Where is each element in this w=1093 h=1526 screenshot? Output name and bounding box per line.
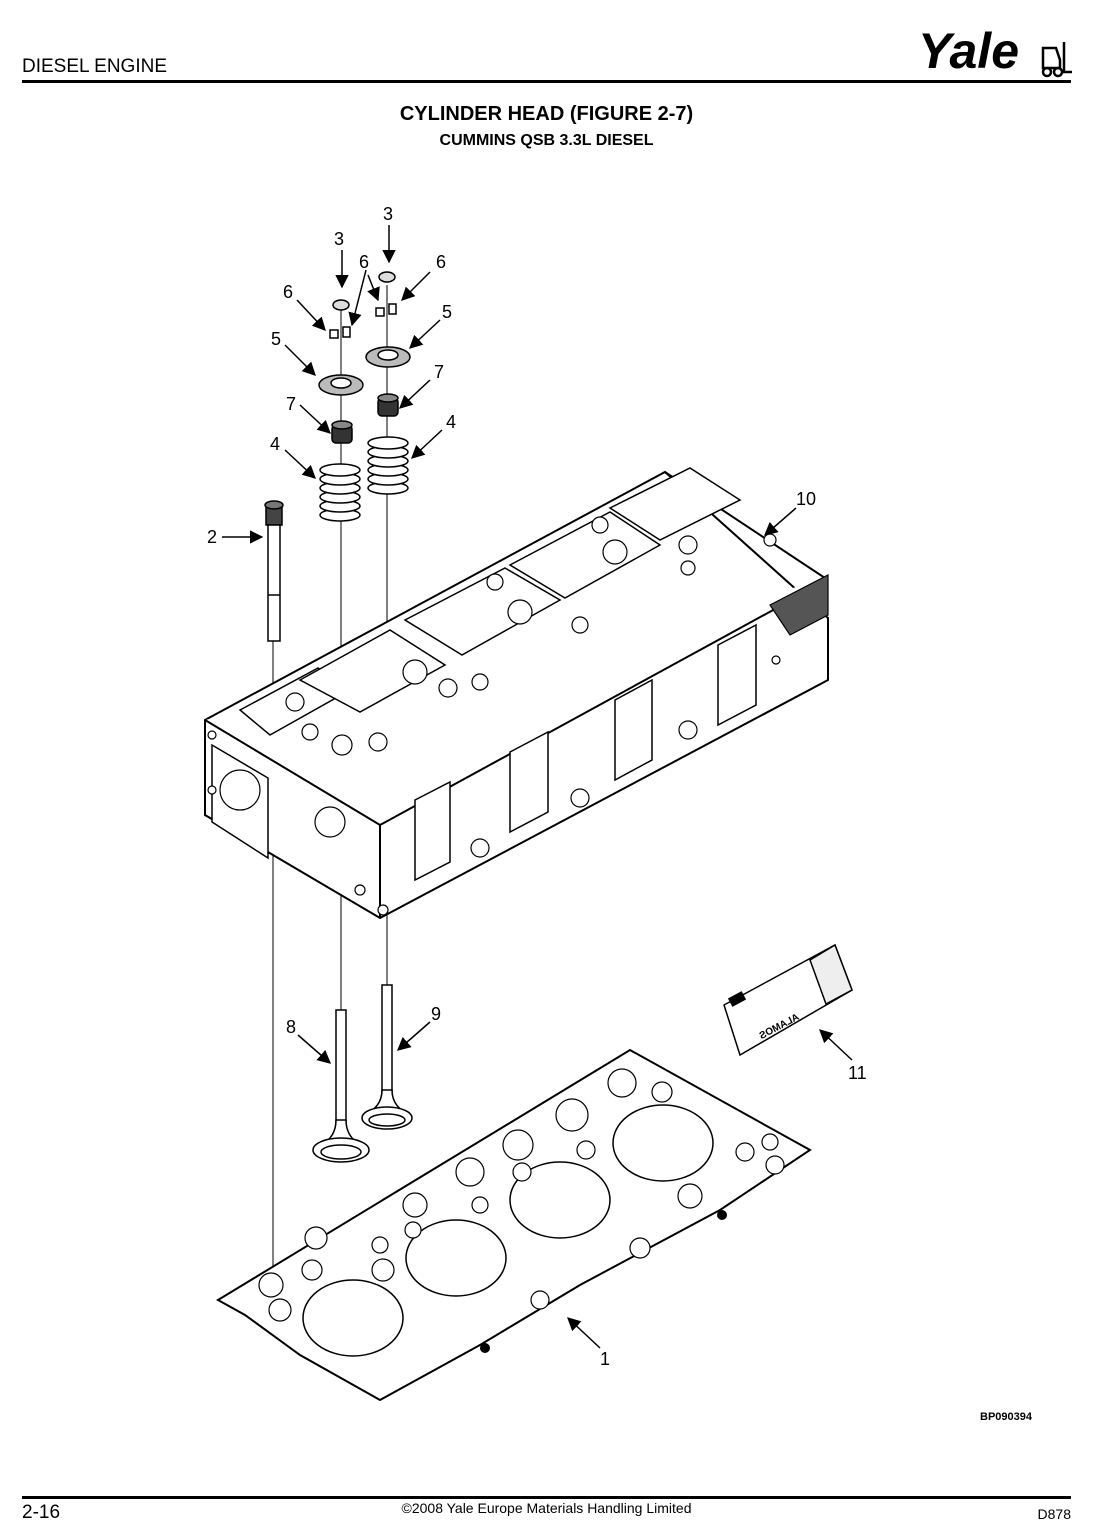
callout-6: 6 xyxy=(436,252,446,272)
document-code: D878 xyxy=(1037,1506,1071,1522)
valve-spring-4-left xyxy=(319,463,361,522)
valve-keeper-6-right xyxy=(375,303,397,317)
callout-2: 2 xyxy=(207,527,217,547)
head-bolt-2 xyxy=(264,500,284,642)
callout-10: 10 xyxy=(796,489,816,509)
callout-6: 6 xyxy=(359,252,369,272)
caution-decal-11: ALAMOS xyxy=(723,943,853,1057)
head-gasket-1 xyxy=(216,1048,812,1402)
callout-3: 3 xyxy=(383,204,393,224)
footer-rule xyxy=(22,1496,1071,1499)
valve-cap-3-left xyxy=(332,299,350,311)
callout-5: 5 xyxy=(271,329,281,349)
figure-subtitle: CUMMINS QSB 3.3L DIESEL xyxy=(439,132,654,149)
valve-stem-seal-7-right xyxy=(377,393,399,417)
valve-spring-4-right xyxy=(367,436,409,495)
forklift-icon xyxy=(1041,42,1072,78)
callout-3: 3 xyxy=(334,229,344,249)
valve-stem-seal-7-left xyxy=(331,420,353,444)
logo-wordmark: Yale xyxy=(918,23,1019,79)
page-number: 2-16 xyxy=(22,1502,61,1523)
copyright-notice: ©2008 Yale Europe Materials Handling Lim… xyxy=(401,1500,692,1516)
callout-4: 4 xyxy=(446,412,456,432)
callout-8: 8 xyxy=(286,1017,296,1037)
callout-11: 11 xyxy=(848,1063,867,1083)
figure-title: CYLINDER HEAD (FIGURE 2-7) xyxy=(399,103,694,125)
figure-reference-code: BP090394 xyxy=(980,1411,1032,1423)
callout-leaders xyxy=(222,225,853,1349)
section-title: DIESEL ENGINE xyxy=(22,56,168,77)
header-rule xyxy=(22,80,1071,83)
callout-5: 5 xyxy=(442,302,452,322)
callout-9: 9 xyxy=(431,1004,441,1024)
callout-4: 4 xyxy=(270,434,280,454)
exhaust-valve-8 xyxy=(312,1009,370,1163)
callout-7: 7 xyxy=(286,394,296,414)
callout-6: 6 xyxy=(283,282,293,302)
valve-cap-3-right xyxy=(378,271,396,283)
cylinder-head-10 xyxy=(204,467,829,920)
yale-logo: Yale xyxy=(918,23,1072,79)
spring-retainer-5-right xyxy=(365,346,411,368)
intake-valve-9 xyxy=(361,984,413,1130)
callout-1: 1 xyxy=(600,1349,610,1369)
callout-7: 7 xyxy=(434,362,444,382)
spring-retainer-5-left xyxy=(318,374,364,396)
valve-keeper-6-left xyxy=(329,326,351,339)
